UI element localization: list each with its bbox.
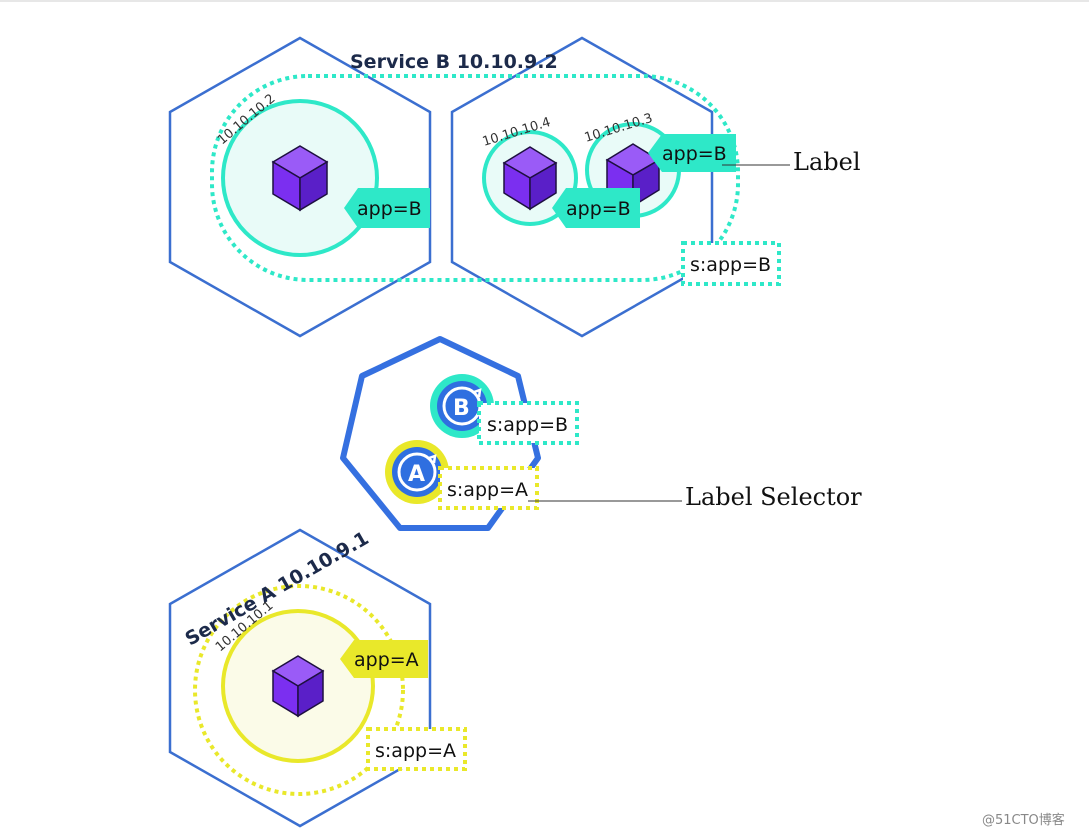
- label-tag: app=B: [552, 188, 640, 228]
- label-callout: Label: [722, 148, 861, 176]
- service-b-group: Service B 10.10.9.2 10.10.10.2 app=B: [168, 36, 781, 338]
- label-tag-text: app=A: [354, 649, 419, 671]
- selector-tag-text: s:app=B: [690, 254, 771, 276]
- container-cube-icon: [271, 655, 325, 718]
- label-selector-callout: Label Selector: [528, 483, 862, 511]
- label-selector-callout-text: Label Selector: [685, 483, 862, 511]
- selector-tag-text: s:app=B: [487, 414, 568, 436]
- label-tag-text: app=B: [566, 198, 631, 220]
- label-callout-text: Label: [793, 148, 861, 176]
- selector-tag: s:app=A: [366, 727, 467, 771]
- node-hexagon-bottom: [168, 528, 432, 828]
- selector-tag: s:app=B: [681, 241, 781, 286]
- pod-b1: 10.10.10.2 app=B: [215, 91, 430, 257]
- selector-tag: s:app=B: [477, 401, 579, 445]
- service-b-boundary: [210, 74, 740, 282]
- badge-b-letter: B: [453, 396, 470, 421]
- selector-tag: s:app=A: [438, 466, 539, 510]
- label-tag: app=B: [344, 188, 430, 228]
- badge-a-letter: A: [408, 462, 425, 487]
- label-tag: app=B: [648, 134, 736, 172]
- watermark-text: @51CTO博客: [982, 812, 1065, 828]
- pod-a1: 10.10.10.1 app=A: [213, 598, 428, 763]
- selector-tag-text: s:app=A: [447, 479, 528, 501]
- label-tag-text: app=B: [357, 198, 422, 220]
- service-a-boundary: [193, 584, 405, 796]
- label-tag: app=A: [340, 640, 428, 678]
- node-hexagon-right: [450, 36, 714, 338]
- node-heptagon: [340, 336, 541, 531]
- selector-tag-text: s:app=A: [375, 740, 456, 762]
- selector-node-group: B A s:app=B s:app=A: [340, 336, 579, 531]
- service-a-badge: A: [385, 440, 449, 504]
- service-b-badge: B: [430, 374, 494, 438]
- container-cube-icon: [502, 146, 558, 211]
- label-tag-text: app=B: [662, 143, 727, 165]
- node-hexagon-left: [168, 36, 432, 338]
- container-cube-icon: [271, 145, 329, 212]
- service-b-title: Service B 10.10.9.2: [350, 51, 558, 73]
- service-a-group: Service A 10.10.9.1 10.10.10.1 app=A s:a…: [168, 527, 467, 828]
